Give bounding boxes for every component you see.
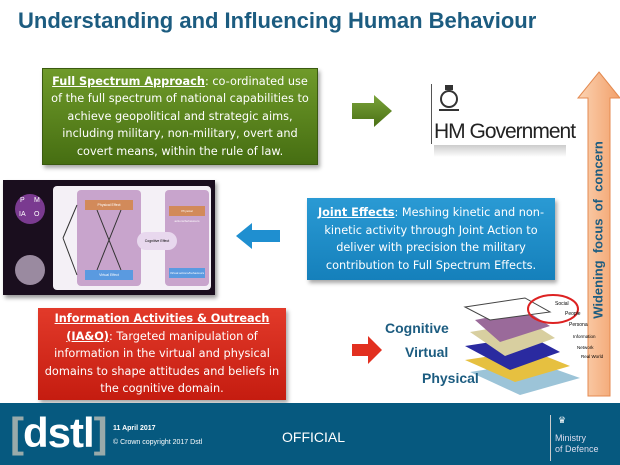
crest-icon: ♛: [558, 415, 567, 425]
footer-copyright: © Crown copyright 2017 Dstl: [113, 439, 203, 446]
ia-o-heading: Information Activities & Outreach (IA&O): [54, 312, 270, 343]
widening-focus-label: Widening focus of concern: [590, 141, 606, 319]
full-spectrum-box: Full Spectrum Approach: co-ordinated use…: [42, 68, 318, 165]
cognitive-label: Cognitive: [385, 320, 449, 336]
layers-diagram: Social People Persona Information Networ…: [385, 290, 603, 398]
footer: [dstl] 11 April 2017 © Crown copyright 2…: [0, 403, 620, 465]
physical-label: Physical: [422, 370, 479, 386]
joint-effects-box: Joint Effects: Meshing kinetic and non-k…: [307, 198, 555, 280]
full-spectrum-text: : co-ordinated use of the full spectrum …: [51, 74, 309, 158]
slide-title: Understanding and Influencing Human Beha…: [18, 8, 537, 33]
ia-o-text: : Targeted manipulation of information i…: [44, 329, 280, 396]
green-arrow-right-icon: [352, 95, 392, 127]
classification-label: OFFICIAL: [282, 429, 346, 445]
virtual-label: Virtual: [405, 344, 449, 360]
footer-date: 11 April 2017: [113, 425, 156, 432]
ia-o-box: Information Activities & Outreach (IA&O)…: [38, 308, 286, 400]
blue-arrow-left-icon: [236, 223, 280, 249]
joint-effects-heading: Joint Effects: [317, 206, 395, 219]
joint-effects-text: : Meshing kinetic and non-kinetic activi…: [324, 206, 545, 272]
effects-diagram: P M IA O Physical Effect Virtual Effect …: [3, 180, 215, 295]
hm-government-text: HM Government: [434, 120, 576, 143]
royal-crest-icon: [439, 85, 459, 111]
fmiao-circle: P M IA O: [15, 194, 45, 224]
full-spectrum-heading: Full Spectrum Approach: [52, 74, 205, 88]
hm-government-logo: HM Government: [428, 82, 576, 160]
dstl-logo: [dstl]: [10, 409, 108, 456]
red-arrow-right-icon: [352, 336, 382, 364]
widening-focus-arrow: [576, 71, 620, 397]
